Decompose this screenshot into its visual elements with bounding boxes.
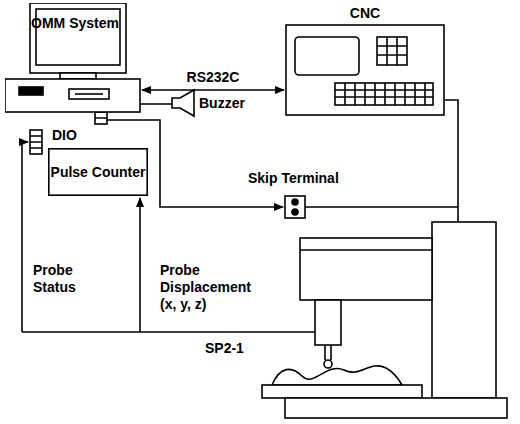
- signal-label: Probe Status: [33, 262, 89, 296]
- node-text: Pulse Counter: [48, 164, 148, 180]
- outline: [285, 5, 446, 117]
- cnc-controller: CNC: [285, 5, 446, 117]
- pulse-counter-box: Pulse Counter: [48, 148, 148, 196]
- device-label: Buzzer: [199, 95, 269, 112]
- probe-label: SP2-1: [205, 340, 265, 357]
- node-text: CNC: [325, 5, 405, 21]
- node-text: OMM System: [30, 15, 120, 31]
- serial-link: [142, 89, 284, 91]
- terminal-label: Skip Terminal: [248, 170, 358, 187]
- signal-label: Probe Displacement (x, y, z): [160, 262, 265, 312]
- port-label: DIO: [52, 127, 102, 144]
- computer-box: OMM System: [5, 3, 141, 113]
- link-label: RS232C: [187, 69, 240, 86]
